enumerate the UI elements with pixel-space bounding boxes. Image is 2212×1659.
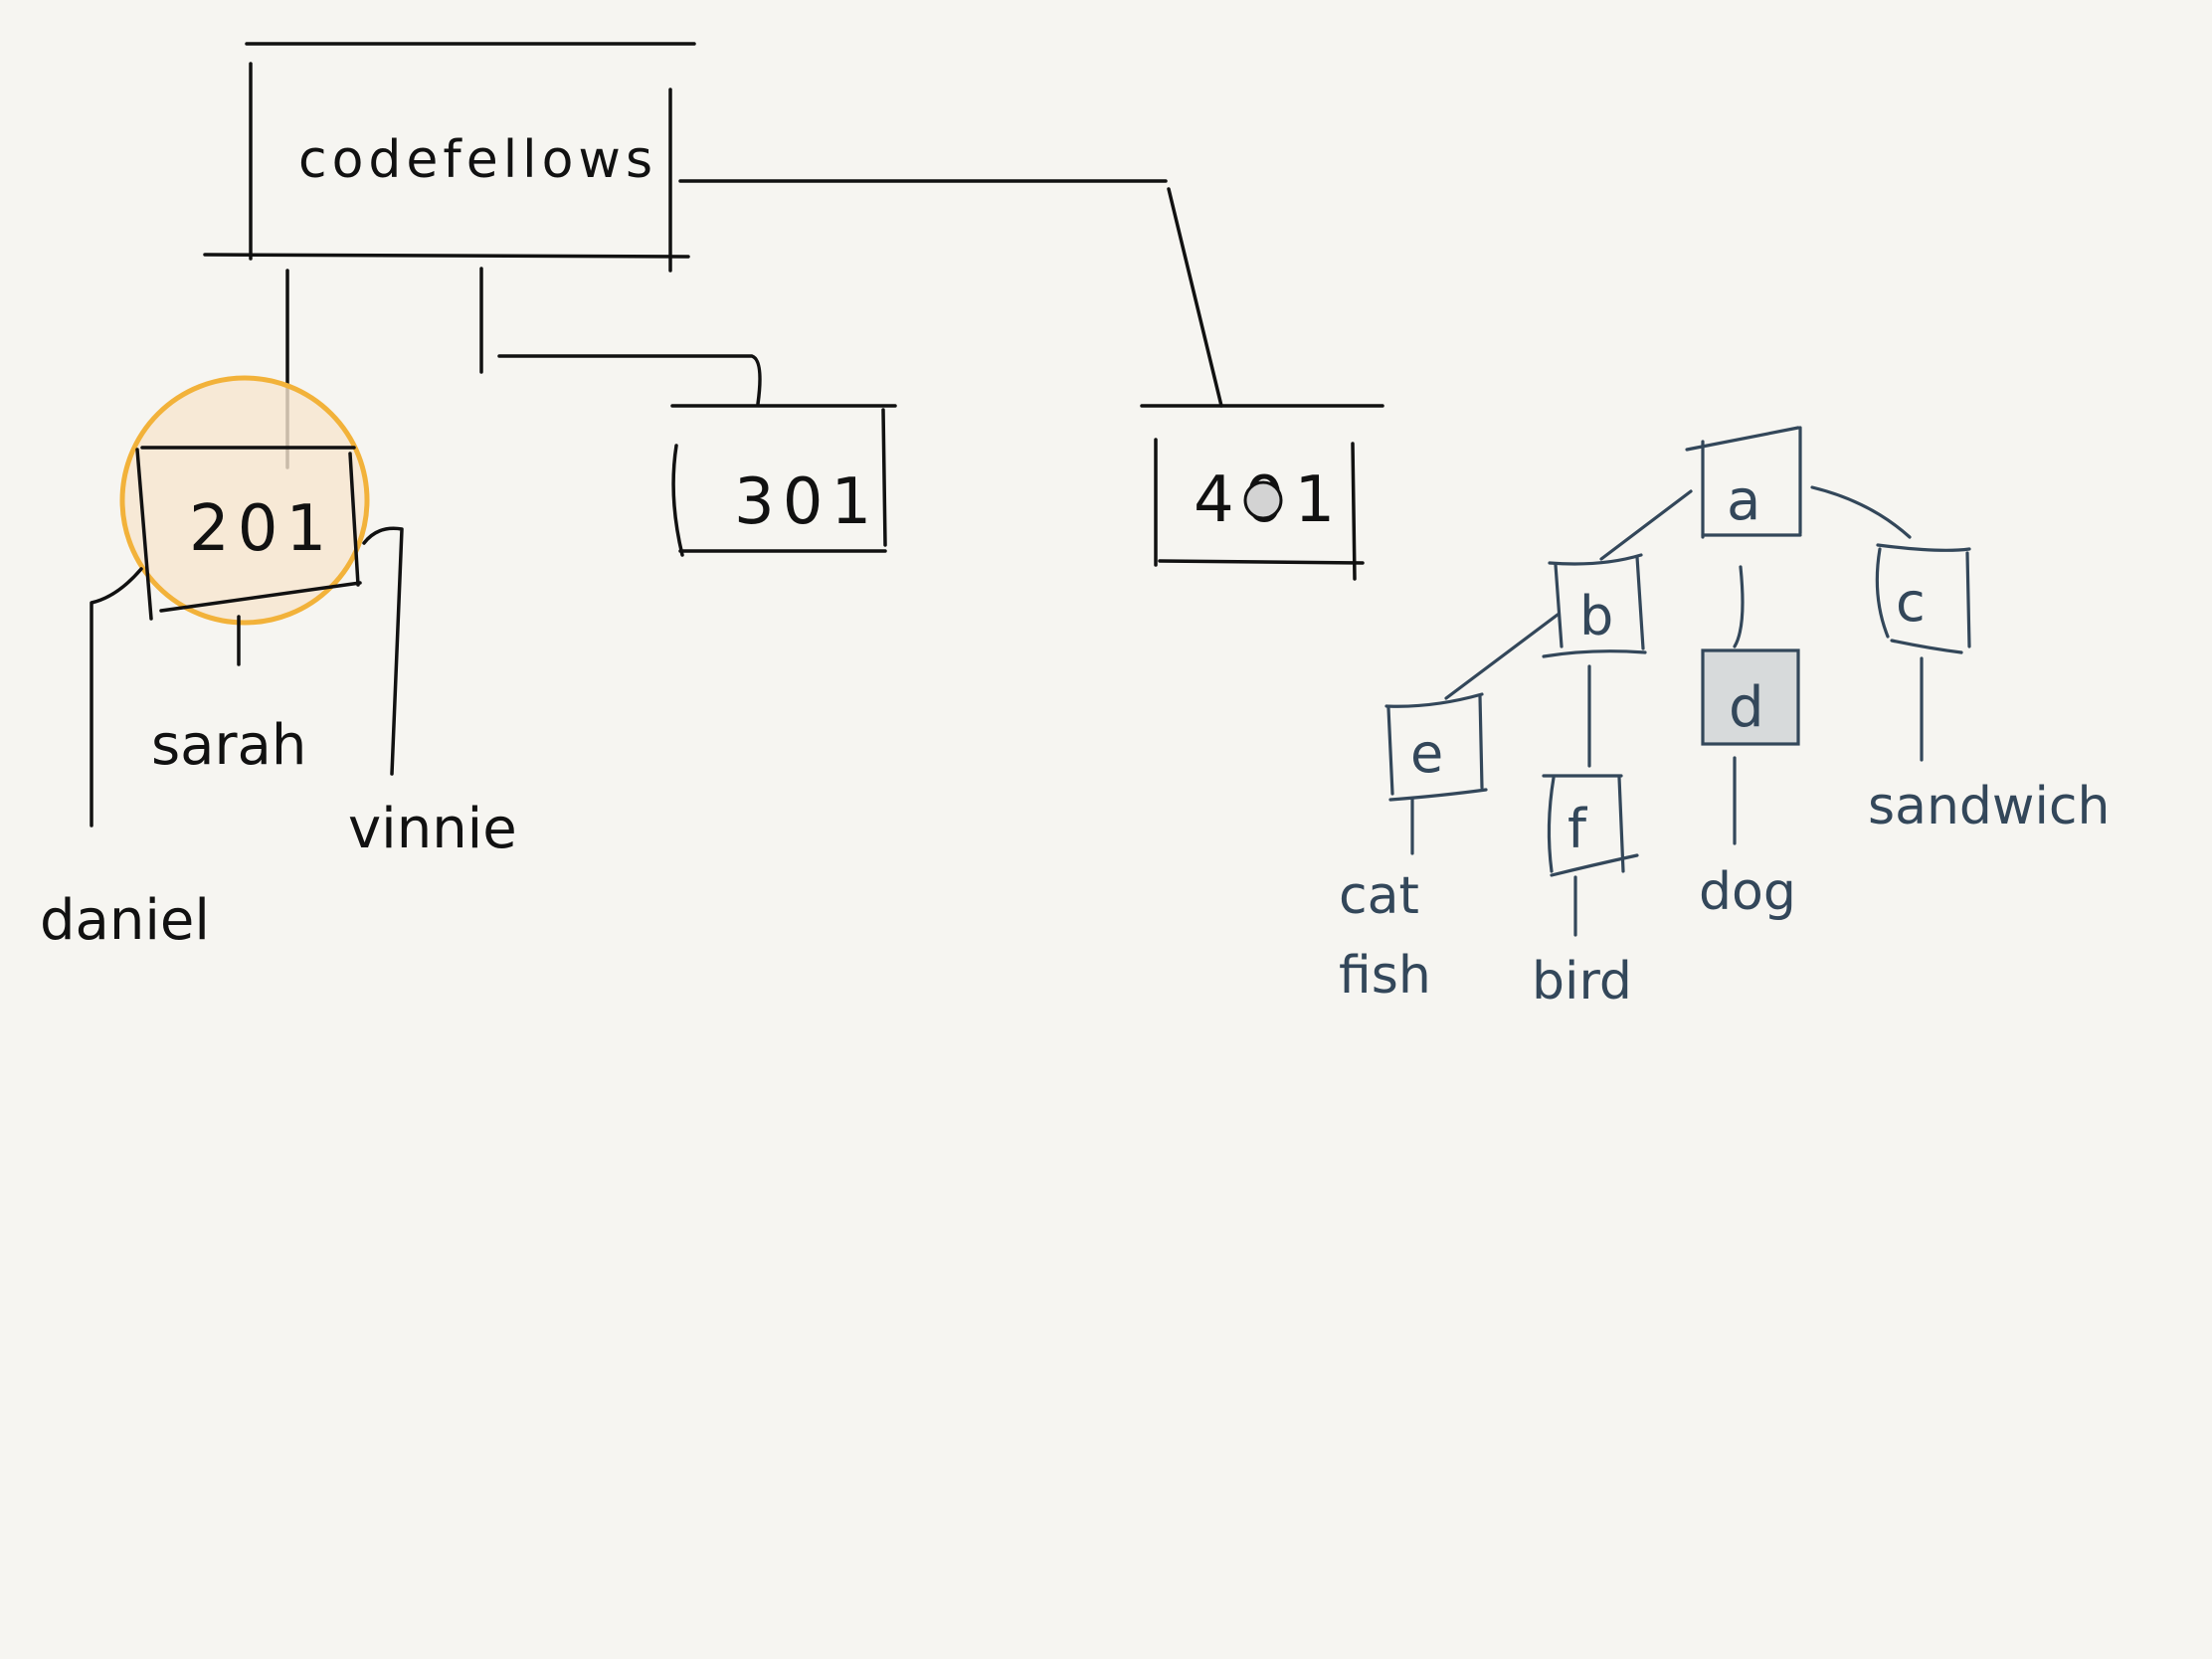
course-node-201: 201 [135, 446, 362, 621]
node-label-b: b [1579, 585, 1613, 647]
dot-marker [1243, 480, 1283, 520]
student-label-sarah: sarah [151, 713, 306, 778]
tree-node-e: e [1384, 692, 1488, 802]
node-label-f: f [1567, 798, 1588, 860]
leaf-label-dog: dog [1699, 862, 1796, 922]
node-label-a: a [1727, 468, 1760, 533]
student-label-vinnie: vinnie [348, 797, 517, 861]
leaf-label-fish: fish [1339, 946, 1431, 1006]
tree-node-a: a [1685, 426, 1802, 539]
edge-b-e [1444, 613, 1560, 700]
node-label-e: e [1410, 722, 1443, 785]
leaf-label-cat: cat [1339, 866, 1419, 926]
org-tree: codefellows 201 daniel sarah vinnie [40, 42, 1384, 953]
edge-a-c [1810, 485, 1912, 539]
course-label-201: 201 [189, 492, 334, 566]
tree-node-b: b [1542, 553, 1647, 658]
edge-a-d [1733, 565, 1745, 648]
node-label-d: d [1729, 675, 1764, 740]
edge-root-301 [479, 267, 762, 406]
course-node-401: 401 [1140, 404, 1384, 581]
student-label-daniel: daniel [40, 888, 210, 953]
leaf-label-bird: bird [1532, 952, 1632, 1012]
course-node-301: 301 [670, 404, 897, 557]
tree-node-f: f [1542, 774, 1639, 877]
highlight-circle [119, 375, 370, 626]
letter-tree: a b d c [1339, 426, 2110, 1012]
tree-node-c: c [1875, 543, 1971, 654]
edge-201-vinnie [362, 526, 404, 776]
edge-root-401 [678, 179, 1223, 408]
node-label-c: c [1896, 571, 1926, 634]
root-node-codefellows: codefellows [203, 42, 696, 273]
edge-201-daniel [90, 567, 143, 828]
course-label-301: 301 [734, 465, 879, 539]
tree-node-d: d [1701, 648, 1800, 746]
leaf-label-sandwich: sandwich [1868, 777, 2110, 836]
edge-a-b [1599, 489, 1693, 561]
root-label: codefellows [298, 130, 657, 190]
